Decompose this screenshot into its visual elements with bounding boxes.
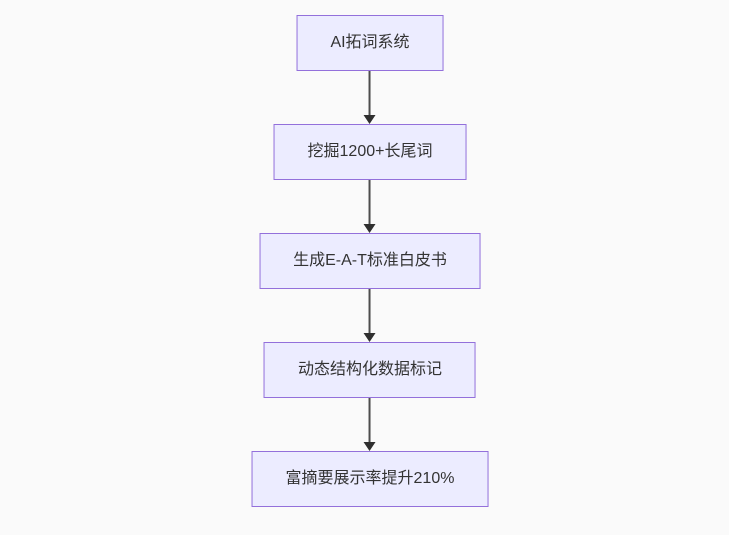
flowchart-node-ai-word-expansion: AI拓词系统: [296, 15, 444, 71]
arrow-head-icon: [364, 442, 376, 451]
node-label: 动态结构化数据标记: [297, 361, 442, 378]
arrow-head-icon: [364, 115, 376, 124]
flowchart: AI拓词系统 挖掘1200+长尾词 生成E-A-T标准白皮书 动态结构化数据标记…: [251, 15, 489, 507]
arrow-line: [369, 398, 371, 443]
flow-arrow-2: [364, 180, 376, 233]
node-label: 富摘要展示率提升210%: [285, 470, 455, 487]
flowchart-node-rich-snippet-rate: 富摘要展示率提升210%: [251, 451, 489, 507]
flow-arrow-4: [364, 398, 376, 451]
flowchart-node-eat-whitepaper: 生成E-A-T标准白皮书: [259, 233, 481, 289]
node-label: 挖掘1200+长尾词: [307, 143, 433, 160]
arrow-line: [369, 180, 371, 225]
arrow-head-icon: [364, 333, 376, 342]
arrow-line: [369, 289, 371, 334]
node-label: AI拓词系统: [330, 34, 410, 51]
flow-arrow-3: [364, 289, 376, 342]
flow-arrow-1: [364, 71, 376, 124]
flowchart-node-longtail-mining: 挖掘1200+长尾词: [273, 124, 467, 180]
arrow-head-icon: [364, 224, 376, 233]
node-label: 生成E-A-T标准白皮书: [293, 252, 447, 269]
flowchart-node-structured-data-markup: 动态结构化数据标记: [263, 342, 476, 398]
arrow-line: [369, 71, 371, 116]
